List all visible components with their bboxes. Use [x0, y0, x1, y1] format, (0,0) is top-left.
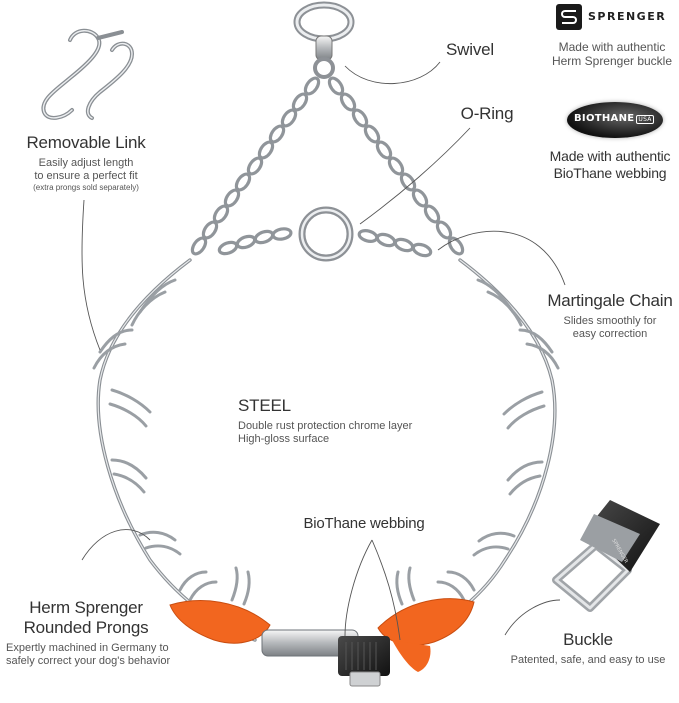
removable-link-illustration [41, 28, 135, 120]
steel-line2: High-gloss surface [238, 433, 330, 445]
removable-link-line3: (extra prongs sold separately) [33, 183, 139, 192]
prongs-title1: Herm Sprenger [29, 598, 143, 617]
buckle-callout: Buckle Patented, safe, and easy to use [510, 630, 666, 667]
prongs-callout: Herm Sprenger Rounded Prongs Expertly ma… [6, 598, 171, 668]
martingale-line2: easy correction [572, 328, 648, 340]
buckle-title: Buckle [563, 630, 613, 649]
biothane-made-callout: Made with authentic BioThane webbing [544, 148, 676, 182]
removable-link-callout: Removable Link Easily adjust length to e… [16, 133, 156, 193]
swivel [293, 1, 355, 79]
steel-line1: Double rust protection chrome layer [238, 420, 413, 432]
biothane-usa-badge: USA [636, 115, 654, 124]
collar-buckle-assembly [261, 629, 390, 687]
swivel-label: Swivel [446, 40, 494, 59]
steel-callout: STEEL Double rust protection chrome laye… [238, 396, 412, 446]
sprenger-buckle-line1: Made with authentic [558, 40, 666, 54]
prongs-line1: Expertly machined in Germany to [6, 642, 169, 654]
o-ring-label: O-Ring [460, 104, 514, 123]
sprenger-buckle-callout: Made with authentic Herm Sprenger buckle [548, 40, 676, 68]
sprenger-buckle-line2: Herm Sprenger buckle [551, 54, 673, 68]
sprenger-wordmark: SPRENGER [588, 10, 667, 23]
martingale-callout: Martingale Chain Slides smoothly for eas… [544, 291, 676, 341]
prongs-line2: safely correct your dog's behavior [6, 655, 171, 667]
sprenger-logo-mark [556, 4, 582, 30]
leader-lines [81, 61, 566, 641]
martingale-title: Martingale Chain [547, 291, 673, 310]
buckle-product-image: SPRENGER [552, 500, 660, 612]
o-ring [298, 206, 354, 262]
prong-links [92, 258, 560, 642]
removable-link-line1: Easily adjust length [38, 157, 134, 169]
martingale-line1: Slides smoothly for [563, 315, 657, 327]
steel-title: STEEL [238, 396, 291, 415]
biothane-webbing-strap [169, 598, 475, 672]
removable-link-line2: to ensure a perfect fit [34, 170, 138, 182]
biothane-logo [567, 102, 663, 138]
biothane-made-line1: Made with authentic [549, 148, 671, 164]
prongs-title2: Rounded Prongs [23, 618, 149, 637]
biothane-webbing-label: BioThane webbing [303, 515, 425, 532]
buckle-line1: Patented, safe, and easy to use [510, 654, 666, 666]
biothane-made-line2: BioThane webbing [553, 165, 667, 181]
martingale-chain [190, 76, 465, 258]
biothane-wordmark-text: BIOTHANE [574, 113, 635, 124]
removable-link-title: Removable Link [26, 133, 146, 152]
